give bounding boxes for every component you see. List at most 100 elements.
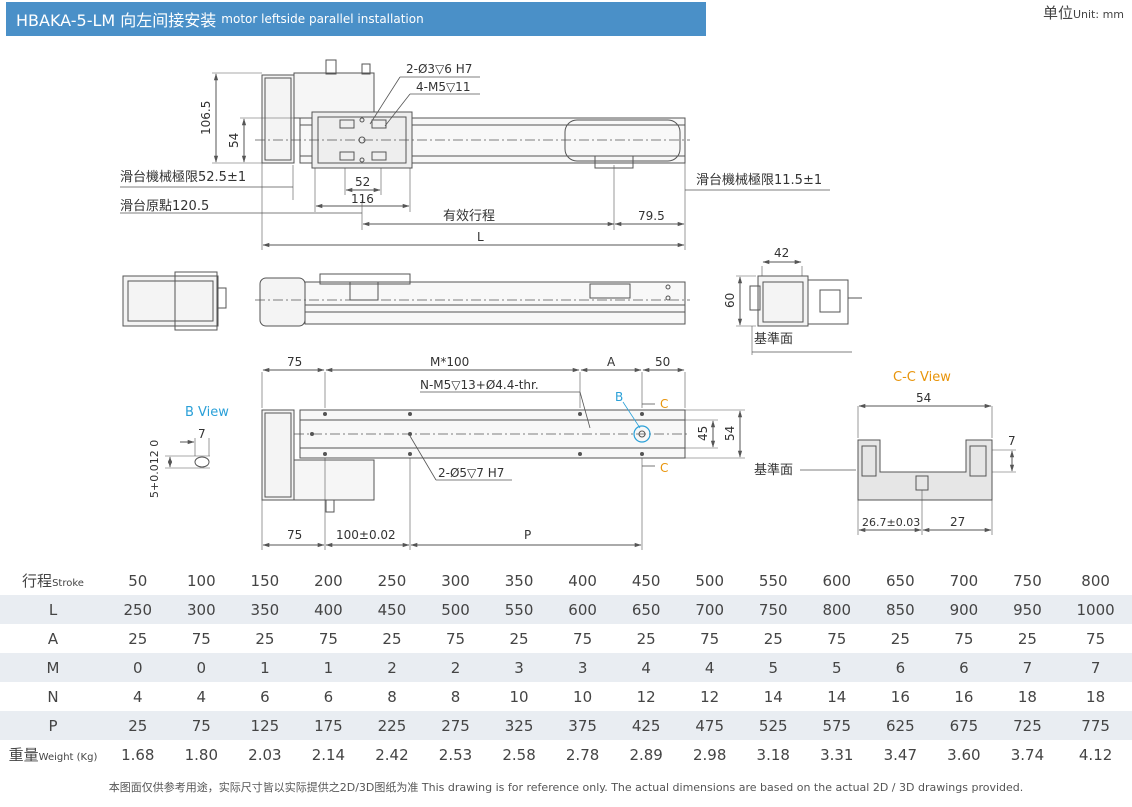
dim-42: 42: [774, 246, 789, 260]
table-cell: 16: [868, 682, 933, 711]
table-cell: 2.14: [296, 740, 361, 769]
table-cell: 275: [423, 711, 488, 740]
table-cell: 350: [233, 595, 297, 624]
table-cell: 2.42: [360, 740, 424, 769]
cc-view-title: C-C View: [893, 370, 951, 385]
table-cell: 225: [360, 711, 424, 740]
table-cell: 25: [995, 624, 1060, 653]
row-header-cn: 重量: [8, 746, 39, 764]
table-cell: 650: [614, 595, 678, 624]
footnote: 本图面仅供参考用途，实际尺寸皆以实际提供之2D/3D图纸为准 This draw…: [108, 781, 1024, 794]
table-cell: 300: [169, 595, 234, 624]
table-cell: 10: [487, 682, 551, 711]
side-view: [255, 273, 690, 327]
dim-L: L: [477, 230, 484, 244]
dim-100: 100±0.02: [336, 528, 396, 542]
table-cell: 3: [550, 653, 615, 682]
top-view: [120, 59, 830, 250]
table-cell: 1.68: [106, 740, 170, 769]
dim-50: 50: [655, 355, 670, 369]
dim-795: 79.5: [638, 209, 665, 223]
dim-m100: M*100: [430, 355, 469, 369]
table-cell: 75: [169, 624, 234, 653]
table-cell: 1.80: [169, 740, 234, 769]
b-view-tolerance: 5+0.012 0: [148, 440, 161, 498]
table-cell: 75: [1059, 624, 1132, 653]
table-cell: 375: [550, 711, 615, 740]
origin-label: 滑台原點120.5: [120, 199, 209, 214]
table-cell: 675: [932, 711, 996, 740]
table-cell: 325: [487, 711, 551, 740]
table-cell: 25: [614, 624, 678, 653]
table-cell: 25: [487, 624, 551, 653]
ref-face-label-1: 基準面: [754, 331, 793, 347]
table-cell: 2: [360, 653, 424, 682]
table-cell: 2: [423, 653, 488, 682]
letter-c-bottom: C: [660, 461, 668, 475]
table-cell: 7: [995, 653, 1060, 682]
row-header: M: [0, 653, 106, 682]
table-cell: 2.98: [677, 740, 742, 769]
table-cell: 75: [296, 624, 361, 653]
table-cell: 300: [423, 566, 488, 595]
cc-dim-54: 54: [916, 391, 931, 405]
table-cell: 600: [550, 595, 615, 624]
table-cell: 0: [106, 653, 170, 682]
table-cell: 4: [677, 653, 742, 682]
row-header-cn: A: [47, 629, 59, 648]
table-cell: 725: [995, 711, 1060, 740]
table-cell: 18: [995, 682, 1060, 711]
table-cell: 125: [233, 711, 297, 740]
row-header-en: Stroke: [52, 578, 84, 589]
hole-label-2: 4-M5▽11: [416, 80, 470, 94]
table-cell: 25: [360, 624, 424, 653]
cc-dim-7: 7: [1008, 434, 1016, 448]
row-header-cn: N: [47, 687, 59, 706]
table-cell: 75: [677, 624, 742, 653]
table-cell: 475: [677, 711, 742, 740]
table-cell: 600: [805, 566, 869, 595]
table-cell: 1: [233, 653, 297, 682]
table-cell: 14: [741, 682, 806, 711]
table-cell: 3.74: [995, 740, 1060, 769]
table-cell: 525: [741, 711, 806, 740]
table-cell: 2.03: [233, 740, 297, 769]
table-cell: 4.12: [1059, 740, 1132, 769]
table-cell: 3: [487, 653, 551, 682]
table-cell: 10: [550, 682, 615, 711]
table-cell: 75: [550, 624, 615, 653]
dim-54-bottom: 54: [723, 426, 737, 441]
stroke-label: 有效行程: [443, 209, 495, 224]
table-cell: 0: [169, 653, 234, 682]
dim-116: 116: [351, 192, 374, 206]
table-cell: 2.58: [487, 740, 551, 769]
table-cell: 25: [868, 624, 933, 653]
table-cell: 25: [233, 624, 297, 653]
dim-106: 106.5: [199, 101, 213, 135]
table-cell: 6: [233, 682, 297, 711]
table-cell: 3.18: [741, 740, 806, 769]
table-cell: 18: [1059, 682, 1132, 711]
table-cell: 1000: [1059, 595, 1132, 624]
letter-b: B: [615, 390, 623, 404]
bottom-view: [261, 367, 745, 550]
b-view: [165, 438, 210, 469]
letter-c-top: C: [660, 397, 668, 411]
row-header: P: [0, 711, 106, 740]
table-cell: 450: [614, 566, 678, 595]
unit-label: 单位Unit: mm: [1042, 4, 1124, 22]
end-view-right: [736, 259, 862, 355]
dim-52: 52: [355, 175, 370, 189]
limit-right-label: 滑台機械極限11.5±1: [696, 172, 822, 188]
cc-dim-267: 26.7±0.03: [862, 516, 920, 529]
table-cell: 2.78: [550, 740, 615, 769]
model-title: HBAKA-5-LM 向左间接安装: [16, 11, 217, 30]
table-cell: 750: [741, 595, 806, 624]
dim-75-bottom: 75: [287, 528, 302, 542]
dim-A: A: [607, 355, 616, 369]
